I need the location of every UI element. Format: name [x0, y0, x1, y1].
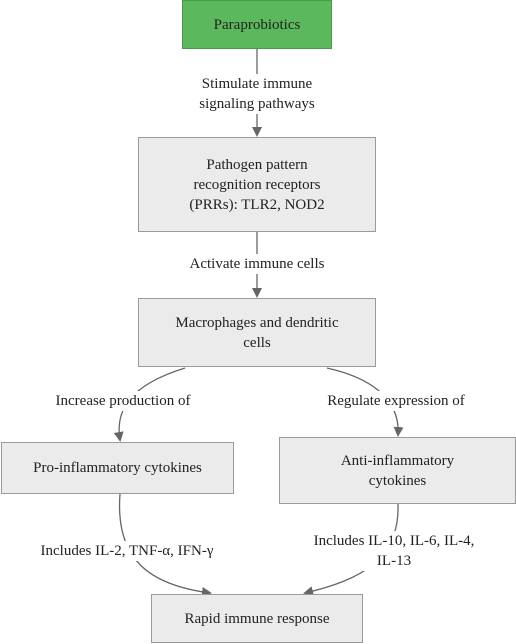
anti-inflammatory-label-line1: Anti-inflammatory [340, 452, 455, 469]
prr-node: Pathogen pattern recognition receptors (… [138, 137, 376, 232]
increase-label: Increase production of [40, 391, 206, 411]
stimulate-label-line2: signaling pathways [199, 96, 315, 112]
rapid-response-label: Rapid immune response [184, 610, 330, 627]
macrophages-node: Macrophages and dendritic cells [138, 298, 376, 367]
includes-anti-label-line2: IL-13 [376, 553, 412, 569]
pro-inflammatory-label: Pro-inflammatory cytokines [33, 460, 202, 476]
arrow-pro-to-rapid [118, 493, 212, 597]
anti-inflammatory-label-line2: cytokines [368, 472, 427, 489]
prr-label-line2: recognition receptors [193, 176, 321, 193]
includes-anti-label-line1: Includes IL-10, IL-6, IL-4, [313, 533, 475, 549]
paraprobiotics-node: Paraprobiotics [182, 0, 332, 49]
includes-anti-label: Includes IL-10, IL-6, IL-4, IL-13 [304, 531, 484, 571]
macrophages-label-line1: Macrophages and dendritic [175, 314, 339, 331]
pro-inflammatory-node: Pro-inflammatory cytokines [1, 442, 234, 494]
macrophages-label-line2: cells [243, 334, 271, 351]
includes-pro-label: Includes IL-2, TNF-α, IFN-γ [28, 541, 226, 561]
rapid-response-node: Rapid immune response [151, 594, 363, 643]
paraprobiotics-label: Paraprobiotics [213, 16, 301, 33]
prr-label-line1: Pathogen pattern [206, 156, 308, 173]
activate-label: Activate immune cells [176, 254, 338, 274]
stimulate-label: Stimulate immune signaling pathways [180, 74, 334, 114]
prr-label-line3: (PRRs): TLR2, NOD2 [189, 196, 325, 213]
anti-inflammatory-node: Anti-inflammatory cytokines [279, 437, 516, 504]
regulate-label: Regulate expression of [314, 391, 478, 411]
stimulate-label-line1: Stimulate immune [201, 76, 313, 92]
